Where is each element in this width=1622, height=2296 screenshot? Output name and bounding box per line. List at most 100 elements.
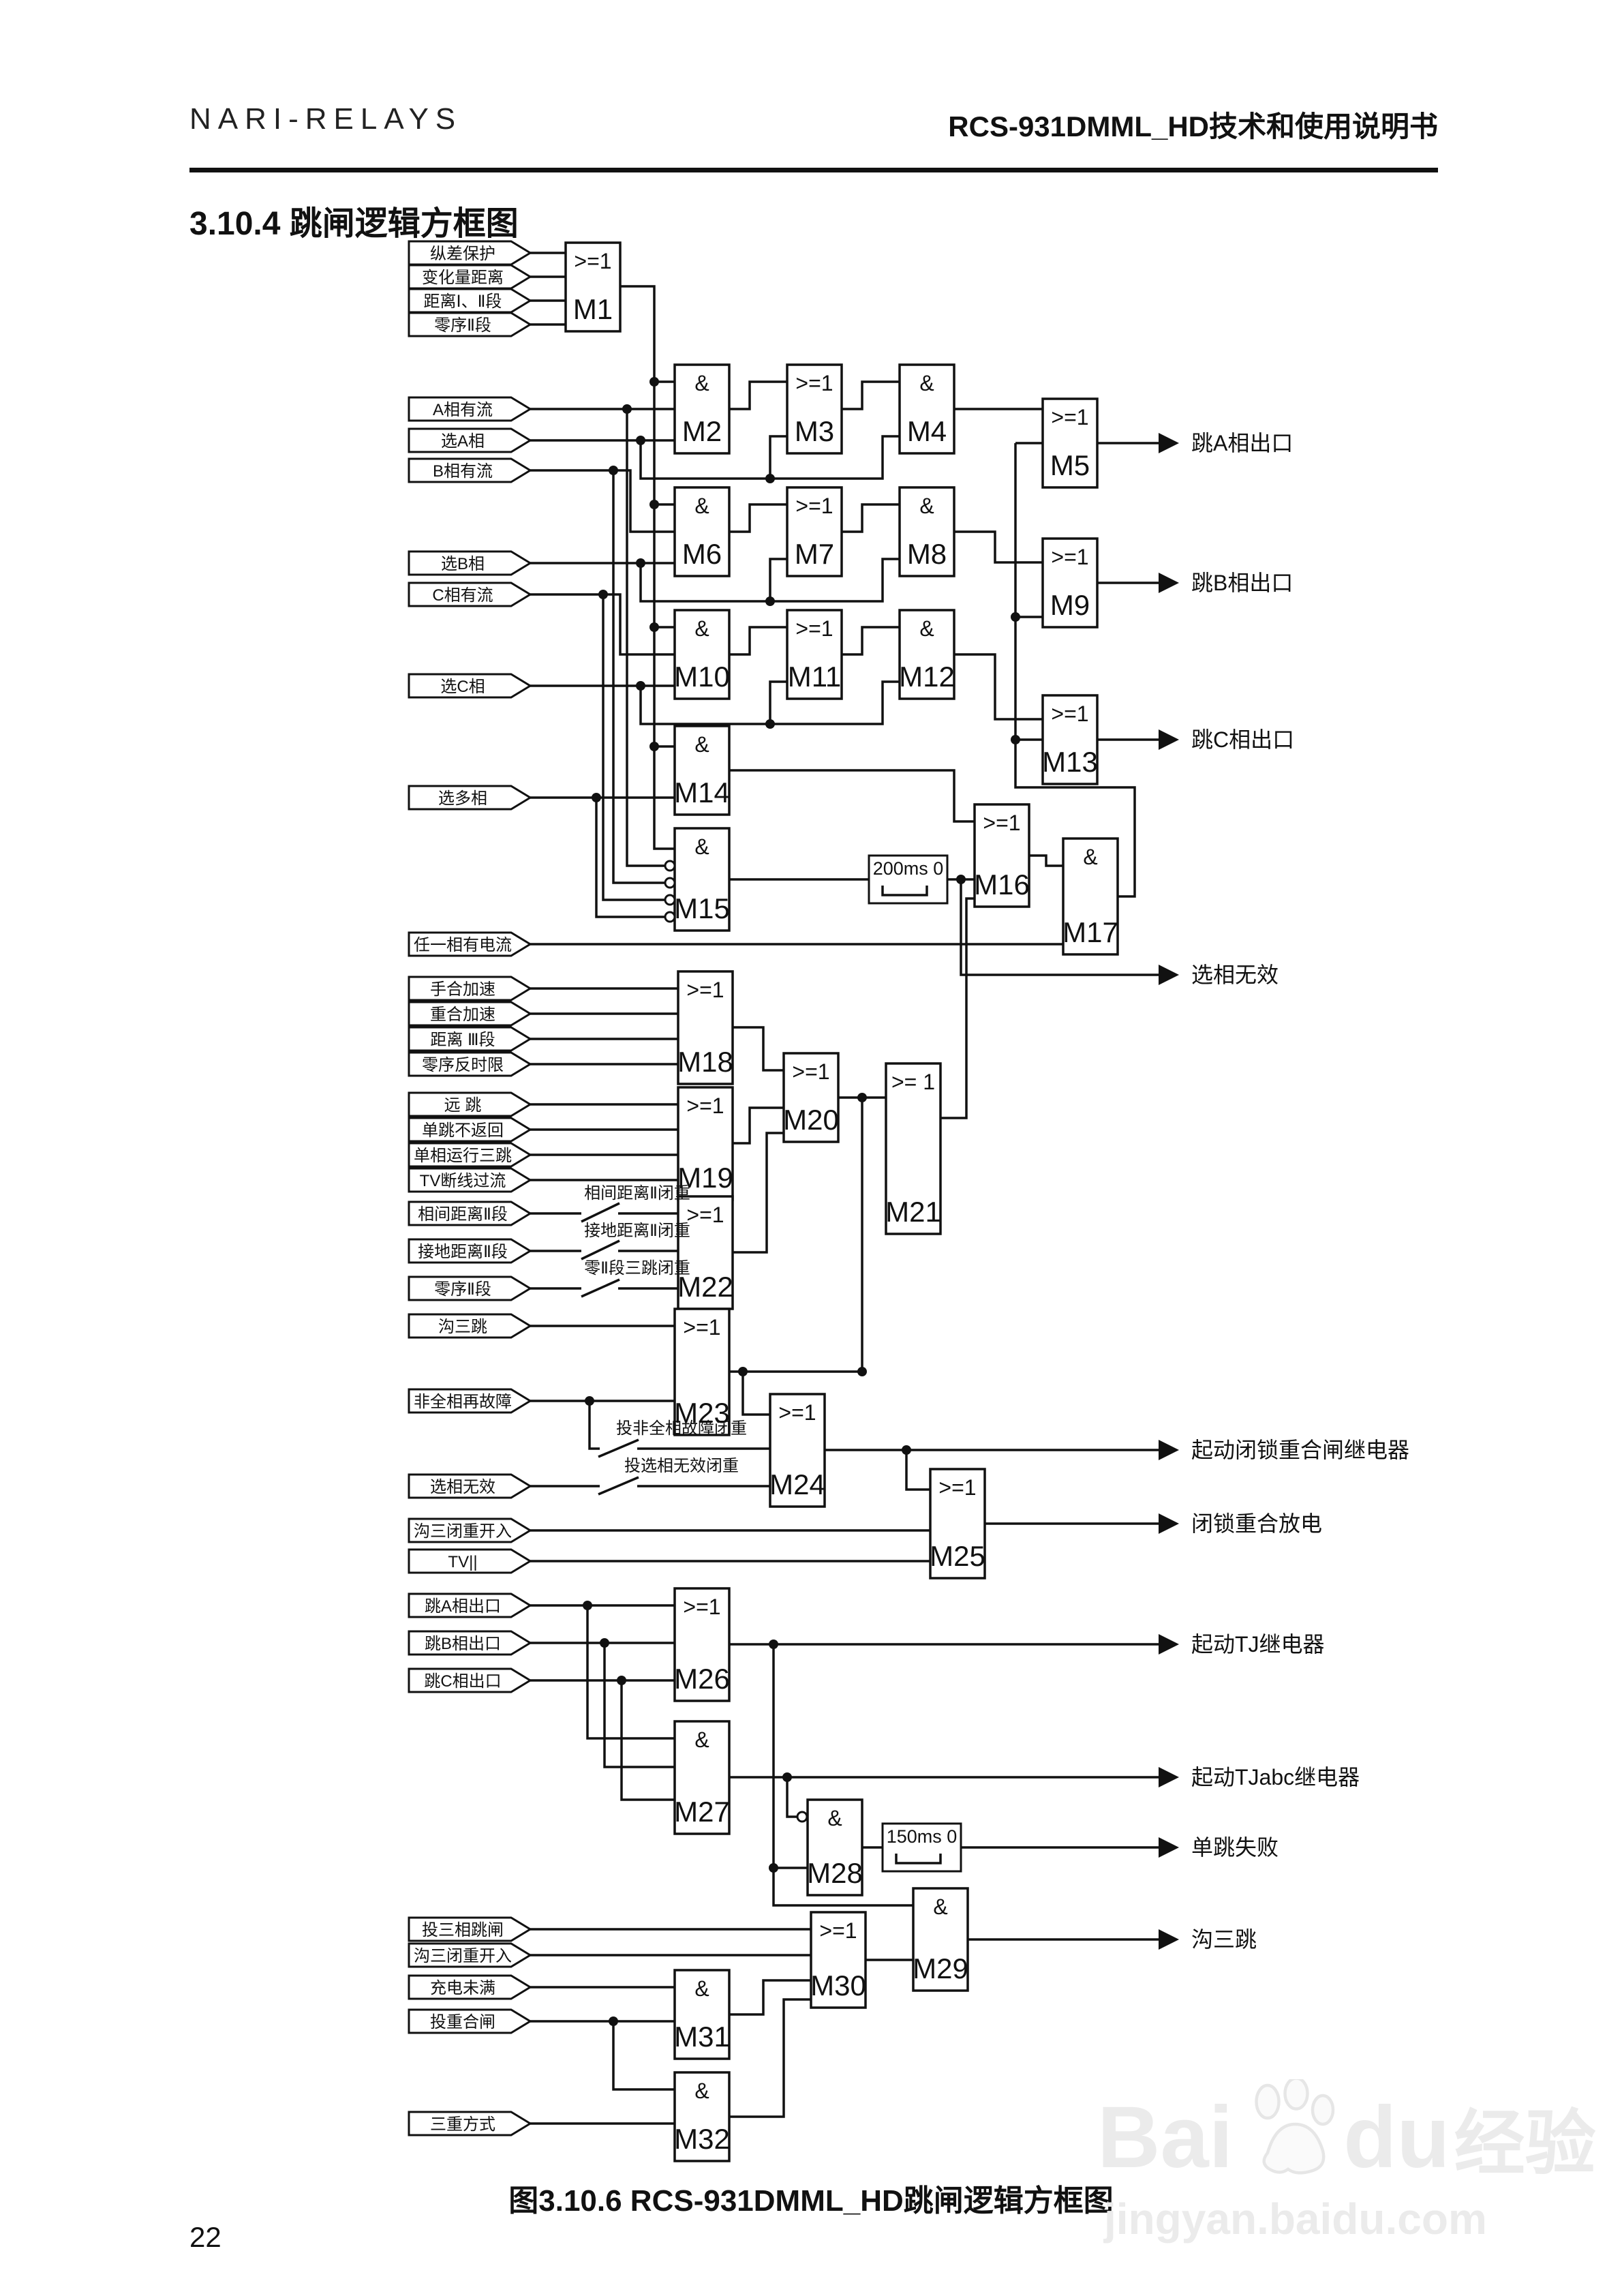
input-tag-label: A相有流 bbox=[433, 401, 493, 419]
input-tag: 选多相 bbox=[408, 785, 532, 811]
wire bbox=[1014, 443, 1136, 898]
input-tag-shape bbox=[408, 288, 532, 314]
gate-type-label: & bbox=[827, 1806, 842, 1830]
input-tag-label: 纵差保护 bbox=[430, 245, 495, 263]
wire bbox=[786, 1777, 797, 1818]
gate-box bbox=[673, 1720, 731, 1835]
input-tag: 跳C相出口 bbox=[408, 1667, 532, 1693]
gate-type-label: >=1 bbox=[686, 1203, 724, 1227]
junction-dot bbox=[649, 622, 659, 632]
input-tag: 投三相跳闸 bbox=[408, 1916, 532, 1942]
input-tag-shape bbox=[408, 1051, 532, 1077]
input-tag: 单跳不返回 bbox=[408, 1117, 532, 1143]
output-label: 沟三跳 bbox=[1191, 1927, 1257, 1952]
gate-box bbox=[1041, 537, 1099, 629]
gate-name-label: M15 bbox=[674, 892, 730, 924]
switch-label: 零Ⅱ段三跳闭重 bbox=[584, 1259, 690, 1278]
gate-name-label: M26 bbox=[674, 1663, 730, 1695]
input-tag: 零序Ⅱ段 bbox=[408, 312, 532, 337]
input-tag-label: 任一相有电流 bbox=[414, 936, 512, 954]
input-tag-shape bbox=[408, 1974, 532, 2000]
input-tag-label: 非全相再故障 bbox=[414, 1393, 512, 1411]
junction-dot bbox=[617, 1676, 626, 1685]
input-tag: 选C相 bbox=[408, 673, 532, 699]
input-tag-shape bbox=[408, 931, 532, 957]
gate-type-label: >=1 bbox=[1051, 405, 1088, 429]
gate-M2: &M2 bbox=[673, 363, 731, 455]
input-tag-shape bbox=[408, 1313, 532, 1339]
wire bbox=[729, 1998, 811, 2118]
input-tag-shape bbox=[408, 1026, 532, 1052]
input-tag-shape bbox=[408, 1117, 532, 1143]
input-tag-shape bbox=[408, 457, 532, 483]
wire bbox=[729, 769, 975, 823]
input-tag-label: 跳B相出口 bbox=[425, 1635, 501, 1653]
input-tag: 距离 Ⅲ段 bbox=[408, 1026, 532, 1052]
junction-dot bbox=[782, 1772, 792, 1782]
wire bbox=[842, 503, 900, 533]
input-tag-shape bbox=[408, 1091, 532, 1117]
input-tag-shape bbox=[408, 1167, 532, 1193]
gate-type-label: >=1 bbox=[819, 1918, 857, 1943]
gate-type-label: & bbox=[694, 2079, 709, 2103]
header-rule bbox=[189, 168, 1438, 172]
wire bbox=[639, 435, 900, 480]
input-tag-label: 选A相 bbox=[441, 432, 485, 451]
input-tag-shape bbox=[408, 1142, 532, 1168]
input-tag-label: 选多相 bbox=[438, 789, 487, 808]
gate-type-label: & bbox=[919, 616, 934, 641]
input-tag-label: 接地距离Ⅱ段 bbox=[418, 1243, 508, 1261]
input-tag-shape bbox=[408, 976, 532, 1001]
header-left-brand: NARI-RELAYS bbox=[189, 102, 463, 136]
output-label: 闭锁重合放电 bbox=[1191, 1511, 1322, 1536]
output-label: 选相无效 bbox=[1191, 963, 1279, 987]
junction-dot bbox=[857, 1093, 867, 1102]
gate-name-label: M11 bbox=[788, 661, 842, 693]
gate-M3: >=1M3 bbox=[786, 363, 843, 455]
gate-name-label: M28 bbox=[807, 1857, 863, 1889]
gate-name-label: M19 bbox=[677, 1162, 733, 1194]
timer-block: 200ms 0 bbox=[868, 854, 949, 905]
input-tag-label: 沟三闭重开入 bbox=[414, 1947, 512, 1965]
gate-type-label: & bbox=[694, 494, 709, 518]
inverted-input-icon bbox=[664, 877, 676, 889]
wire bbox=[940, 897, 975, 1119]
arrow-icon bbox=[1159, 965, 1179, 985]
wire bbox=[612, 2021, 675, 2091]
junction-dot bbox=[1011, 612, 1020, 622]
input-tag-shape bbox=[408, 1473, 532, 1499]
gate-type-label: >=1 bbox=[683, 1315, 720, 1340]
gate-type-label: >=1 bbox=[795, 494, 833, 518]
gate-name-label: M14 bbox=[674, 776, 730, 809]
input-tag: 远 跳 bbox=[408, 1091, 532, 1117]
gate-type-label: & bbox=[919, 494, 934, 518]
junction-dot bbox=[636, 436, 645, 445]
wire bbox=[741, 1372, 770, 1416]
gate-type-label: >=1 bbox=[778, 1400, 816, 1425]
gate-name-label: M12 bbox=[899, 661, 955, 693]
input-tag: 沟三闭重开入 bbox=[408, 1942, 532, 1968]
wire bbox=[772, 1644, 913, 1907]
wire bbox=[530, 593, 675, 656]
gate-name-label: M20 bbox=[783, 1104, 839, 1136]
gate-box bbox=[673, 1587, 731, 1702]
gate-M6: &M6 bbox=[673, 486, 731, 577]
input-tag-shape bbox=[408, 550, 532, 576]
output-label: 起动TJabc继电器 bbox=[1191, 1765, 1360, 1789]
input-tag-shape bbox=[408, 1548, 532, 1574]
junction-dot bbox=[583, 1601, 592, 1610]
wire bbox=[733, 1132, 784, 1254]
junction-dot bbox=[857, 1367, 867, 1376]
gate-type-label: >= 1 bbox=[891, 1070, 935, 1094]
input-tag-label: 零序反时限 bbox=[422, 1056, 504, 1074]
gate-box bbox=[786, 363, 843, 455]
wire bbox=[603, 1643, 675, 1768]
input-tag: B相有流 bbox=[408, 457, 532, 483]
output-signal: 起动TJabc继电器 bbox=[1159, 1765, 1360, 1789]
